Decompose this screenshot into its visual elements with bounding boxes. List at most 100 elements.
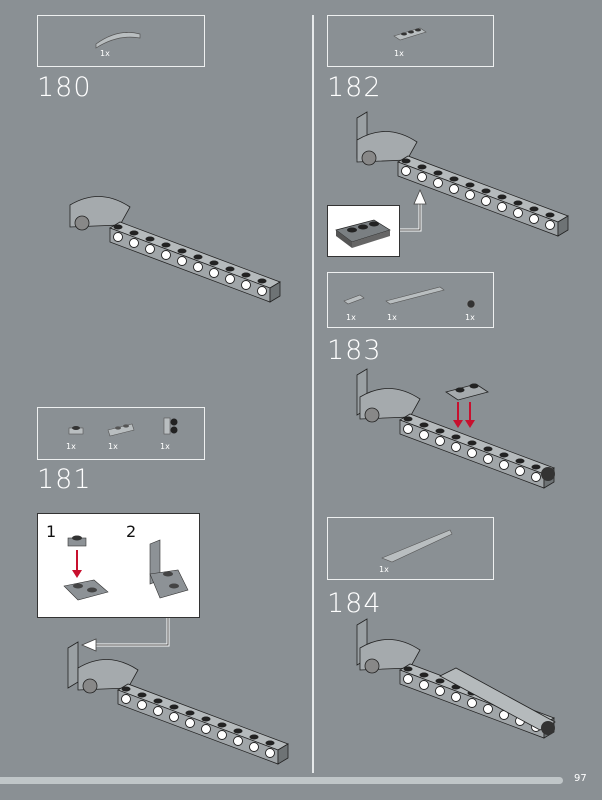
pin-hole: [161, 250, 171, 260]
pin-hole: [417, 172, 427, 182]
stud: [513, 200, 523, 206]
plate-1x3-part-icon: [393, 27, 427, 41]
stud: [177, 248, 187, 254]
part-qty: 1x: [465, 313, 475, 322]
step-181-beam-end: [277, 743, 289, 765]
pin-hole: [449, 184, 459, 194]
stud: [481, 188, 491, 194]
step-180-beam-end: [269, 281, 281, 303]
page-number: 97: [574, 773, 587, 784]
plate-1x2-part-icon: [343, 294, 365, 305]
stud: [467, 440, 477, 446]
stud: [185, 710, 195, 716]
parts-box-step-181: 1x 1x 1x: [37, 407, 205, 460]
wedge-slope: [439, 667, 556, 731]
stud: [129, 230, 139, 236]
stud: [193, 254, 203, 260]
pin-hole: [403, 424, 413, 434]
pin-hole: [497, 202, 507, 212]
pin-hole: [177, 256, 187, 266]
pin-hole: [467, 698, 477, 708]
step-182-beam-end: [557, 215, 569, 237]
plate-1x3-illustration: [335, 219, 391, 248]
pin-hole: [201, 724, 211, 734]
axle-connector: [74, 215, 90, 231]
pin-hole: [483, 704, 493, 714]
stud: [233, 728, 243, 734]
inverted-slope-plate-part-icon: [107, 423, 135, 437]
stud: [113, 224, 123, 230]
pin-hole: [435, 436, 445, 446]
pin-hole: [217, 730, 227, 740]
substep-assembly-illustration: [63, 535, 189, 601]
stud: [153, 698, 163, 704]
pin-hole: [241, 280, 251, 290]
axle-connector: [364, 407, 380, 423]
pin-hole: [451, 442, 461, 452]
stud: [225, 266, 235, 272]
stud: [257, 278, 267, 284]
parts-box-step-183: 1x 1x 1x: [327, 272, 494, 328]
stud: [419, 672, 429, 678]
callout-arrow-line: [90, 618, 170, 647]
stud: [435, 678, 445, 684]
arrow-head: [413, 188, 427, 205]
pin-hole: [169, 712, 179, 722]
stud: [241, 272, 251, 278]
pin-hole: [499, 460, 509, 470]
stud: [515, 458, 525, 464]
pin-hole: [233, 736, 243, 746]
part-qty: 1x: [100, 49, 110, 58]
stud: [121, 686, 131, 692]
stud: [209, 260, 219, 266]
pin-hole: [515, 466, 525, 476]
stud: [545, 212, 555, 218]
stud: [161, 242, 171, 248]
stud: [483, 446, 493, 452]
stud: [435, 428, 445, 434]
step-number-180: 180: [37, 72, 92, 103]
stud: [201, 716, 211, 722]
round-plate: [541, 467, 555, 481]
pin-hole: [531, 472, 541, 482]
red-arrow-head: [453, 420, 463, 428]
stud: [265, 740, 275, 746]
stud: [217, 722, 227, 728]
pin-hole: [137, 700, 147, 710]
step-number-184: 184: [327, 588, 382, 619]
pin-hole: [249, 742, 259, 752]
bracket-part-icon: [163, 417, 178, 435]
pin-hole: [225, 274, 235, 284]
round-plate: [541, 721, 555, 735]
pin-hole: [113, 232, 123, 242]
stud: [497, 194, 507, 200]
pin-hole: [129, 238, 139, 248]
pin-hole: [257, 286, 267, 296]
part-qty: 1x: [394, 49, 404, 58]
pin-hole: [545, 220, 555, 230]
part-qty: 1x: [66, 442, 76, 451]
substep-number: 1: [46, 522, 57, 541]
parts-box-step-182: 1x: [327, 15, 494, 67]
part-qty: 1x: [160, 442, 170, 451]
subassembly-callout-182: [327, 205, 400, 257]
stud: [499, 452, 509, 458]
callout-arrow-line: [400, 198, 421, 231]
pin-hole: [483, 454, 493, 464]
pin-hole: [435, 686, 445, 696]
axle-connector: [82, 678, 98, 694]
stud: [531, 464, 541, 470]
stud: [455, 387, 465, 393]
stud: [417, 164, 427, 170]
pin-hole: [433, 178, 443, 188]
step-number-183: 183: [327, 335, 382, 366]
part-qty: 1x: [346, 313, 356, 322]
axle-connector: [361, 150, 377, 166]
stud: [419, 422, 429, 428]
stud: [433, 170, 443, 176]
parts-box-step-184: 1x: [327, 517, 494, 580]
wedge-slope-part-icon: [381, 529, 453, 563]
pin-hole: [193, 262, 203, 272]
pin-hole: [529, 214, 539, 224]
